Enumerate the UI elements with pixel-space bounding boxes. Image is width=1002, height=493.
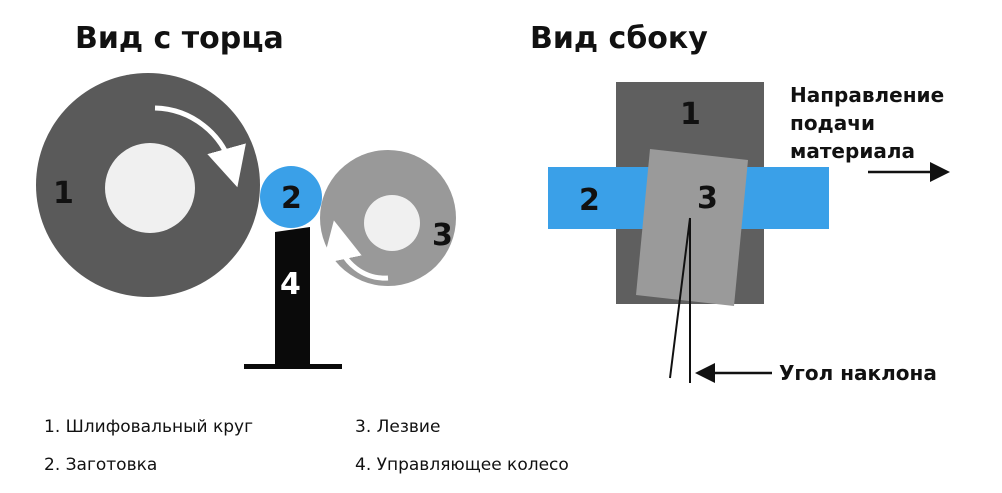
feed-direction-line1: Направление xyxy=(790,83,944,107)
rotation-arrow-icon xyxy=(322,220,389,281)
blade-body xyxy=(275,227,310,365)
side-blade xyxy=(636,149,748,306)
grinding-wheel: 1 xyxy=(36,73,260,297)
rotation-arrow-icon xyxy=(154,105,246,188)
label-1-side: 1 xyxy=(680,97,701,132)
regulating-wheel: 3 xyxy=(320,150,456,286)
workpiece: 2 xyxy=(260,166,322,228)
blade-base xyxy=(244,364,342,369)
end-view-title: Вид с торца xyxy=(75,21,284,56)
regulating-wheel-hub xyxy=(364,195,420,251)
label-3-side: 3 xyxy=(697,181,718,216)
label-3-end: 3 xyxy=(432,218,453,253)
feed-direction-line2: подачи xyxy=(790,111,875,135)
side-view-title: Вид сбоку xyxy=(530,21,708,56)
legend-item-1: 1. Шлифовальный круг xyxy=(44,417,253,437)
label-2-side: 2 xyxy=(579,183,600,218)
workpiece-disc xyxy=(260,166,322,228)
feed-direction-line3: материала xyxy=(790,139,915,163)
grinding-wheel-hub xyxy=(105,143,195,233)
legend: 1. Шлифовальный круг 2. Заготовка 3. Лез… xyxy=(44,417,569,475)
label-2-end: 2 xyxy=(281,181,302,216)
legend-item-3: 3. Лезвие xyxy=(355,417,440,437)
blade-support: 4 xyxy=(244,227,342,369)
angle-label: Угол наклона xyxy=(779,361,937,385)
label-4-end: 4 xyxy=(280,267,301,302)
legend-item-4: 4. Управляющее колесо xyxy=(355,455,569,475)
angle-tilted-line xyxy=(669,217,691,379)
legend-item-2: 2. Заготовка xyxy=(44,455,157,475)
label-1-end: 1 xyxy=(53,176,74,211)
